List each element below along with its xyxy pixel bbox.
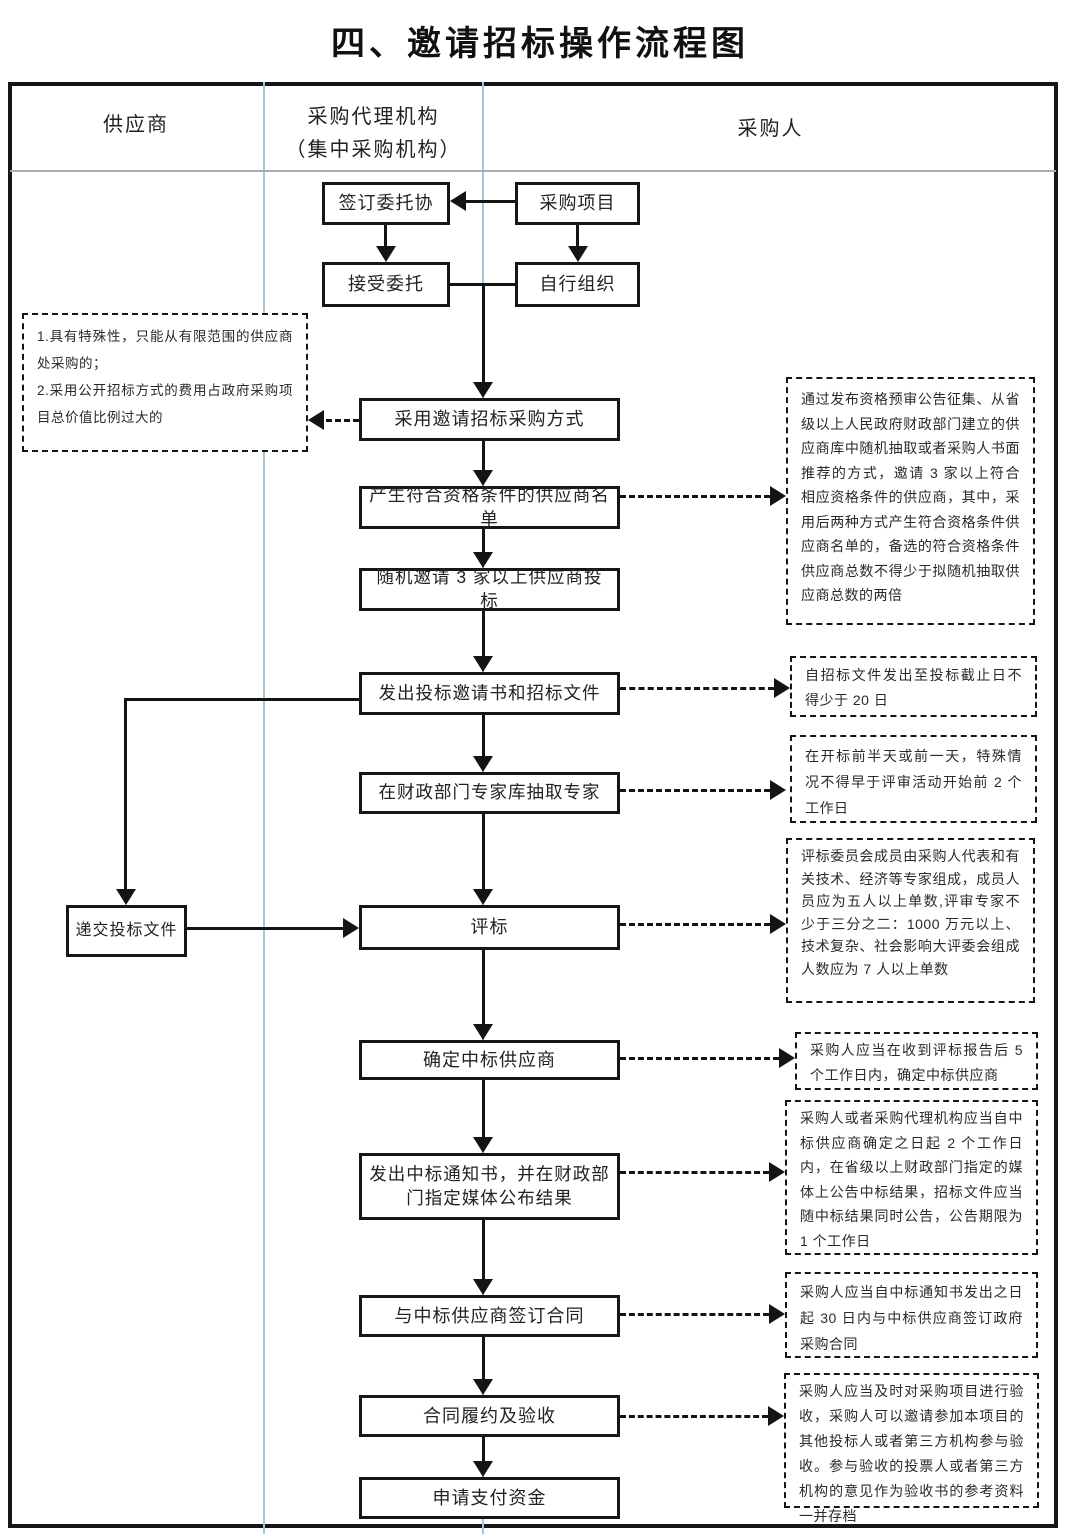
arrowhead-down-issue <box>473 656 493 672</box>
arrowhead-right-30days <box>769 1304 785 1324</box>
connector-invite-to-issue <box>482 611 485 657</box>
node-self-organize: 自行组织 <box>515 262 640 307</box>
note-expert-timing: 在开标前半天或前一天，特殊情况不得早于评审活动开始前 2 个工作日 <box>790 735 1037 823</box>
dashed-list-to-qualification <box>620 495 770 498</box>
connector-acceptance-to-payment <box>482 1437 485 1462</box>
arrowhead-left-agreement <box>450 191 466 211</box>
arrowhead-down-submit-bid <box>116 889 136 905</box>
dashed-notice-to-announce <box>620 1171 769 1174</box>
header-separator <box>10 170 1056 172</box>
arrowhead-down-experts <box>473 756 493 772</box>
column-header-agency-line2: （集中采购机构） <box>285 139 462 161</box>
note-qualification: 通过发布资格预审公告征集、从省级以上人民政府财政部门建立的供应商库中随机抽取或者… <box>786 377 1035 625</box>
connector-project-to-selforganize <box>576 225 579 248</box>
connector-issue-to-experts <box>482 715 485 757</box>
node-evaluation: 评标 <box>359 905 620 950</box>
connector-agreement-to-accept <box>384 225 387 248</box>
arrowhead-right-timing <box>770 780 786 800</box>
arrowhead-down-accept <box>376 246 396 262</box>
connector-adopt-to-list <box>482 441 485 471</box>
connector-project-to-agreement <box>464 200 515 203</box>
connector-left-down <box>124 698 127 889</box>
dashed-adopt-to-leftnote <box>326 419 359 422</box>
connector-contract-to-acceptance <box>482 1337 485 1380</box>
node-submit-bid: 递交投标文件 <box>66 905 187 957</box>
dashed-winner-to-5days <box>620 1057 779 1060</box>
node-contract-acceptance: 合同履约及验收 <box>359 1395 620 1437</box>
arrowhead-down-payment <box>473 1461 493 1477</box>
note-acceptance: 采购人应当及时对采购项目进行验收，采购人可以邀请参加本项目的其他投标人或者第三方… <box>784 1373 1039 1524</box>
dashed-experts-to-timing <box>620 789 770 792</box>
dashed-contract-to-30days <box>620 1313 769 1316</box>
arrowhead-down-evaluation <box>473 889 493 905</box>
arrowhead-down-acceptance <box>473 1379 493 1395</box>
note-announce-result: 采购人或者采购代理机构应当自中标供应商确定之日起 2 个工作日内，在省级以上财政… <box>785 1100 1038 1255</box>
node-determine-winner: 确定中标供应商 <box>359 1040 620 1080</box>
connector-winner-to-notice <box>482 1080 485 1138</box>
node-random-invite: 随机邀请 3 家以上供应商投标 <box>359 567 620 611</box>
node-sign-agreement: 签订委托协 <box>322 182 450 225</box>
node-issue-notice: 发出中标通知书，并在财政部门指定媒体公布结果 <box>359 1153 620 1220</box>
connector-merge-down <box>482 283 485 384</box>
arrowhead-right-evaluation <box>343 918 359 938</box>
arrowhead-right-announce <box>769 1162 785 1182</box>
dashed-issue-to-deadline <box>620 687 774 690</box>
node-issue-invitation: 发出投标邀请书和招标文件 <box>359 672 620 715</box>
arrowhead-right-committee <box>770 914 786 934</box>
node-sign-contract: 与中标供应商签订合同 <box>359 1295 620 1337</box>
column-header-supplier: 供应商 <box>103 114 169 136</box>
note-left-conditions: 1.具有特殊性，只能从有限范围的供应商处采购的； 2.采用公开招标方式的费用占政… <box>22 313 308 452</box>
arrowhead-down-adopt-method <box>473 382 493 398</box>
node-accept-commission: 接受委托 <box>322 262 450 307</box>
arrowhead-down-winner <box>473 1024 493 1040</box>
arrowhead-right-deadline <box>774 678 790 698</box>
dashed-acceptance-to-note <box>620 1415 768 1418</box>
node-procurement-project: 采购项目 <box>515 182 640 225</box>
connector-notice-to-contract <box>482 1220 485 1280</box>
dashed-evaluation-to-committee <box>620 923 770 926</box>
column-divider-1 <box>263 82 265 1534</box>
node-adopt-method: 采用邀请招标采购方式 <box>359 398 620 441</box>
note-deadline-20days: 自招标文件发出至投标截止日不得少于 20 日 <box>790 656 1037 717</box>
node-generate-list: 产生符合资格条件的供应商名单 <box>359 485 620 529</box>
diagram-border <box>8 82 1058 1528</box>
arrowhead-down-invite <box>473 552 493 568</box>
connector-experts-to-evaluation <box>482 814 485 890</box>
arrowhead-right-acceptance-note <box>768 1406 784 1426</box>
arrowhead-right-qualification <box>770 486 786 506</box>
arrowhead-down-list <box>473 470 493 486</box>
arrowhead-down-notice <box>473 1137 493 1153</box>
node-extract-experts: 在财政部门专家库抽取专家 <box>359 772 620 814</box>
arrowhead-right-5days <box>779 1048 795 1068</box>
column-header-agency-line1: 采购代理机构 <box>307 106 440 128</box>
node-apply-payment: 申请支付资金 <box>359 1477 620 1519</box>
note-contract-30days: 采购人应当自中标通知书发出之日起 30 日内与中标供应商签订政府采购合同 <box>785 1272 1038 1358</box>
note-determine-5days: 采购人应当在收到评标报告后 5 个工作日内，确定中标供应商 <box>795 1032 1038 1090</box>
arrowhead-left-leftnote <box>308 410 324 430</box>
connector-issue-to-left <box>124 698 359 701</box>
arrowhead-down-contract <box>473 1279 493 1295</box>
connector-list-to-invite <box>482 529 485 553</box>
connector-evaluation-to-winner <box>482 950 485 1025</box>
arrowhead-down-selforganize <box>568 246 588 262</box>
connector-submit-to-evaluation <box>187 927 343 930</box>
column-header-purchaser: 采购人 <box>737 118 804 140</box>
page-title: 四、邀请招标操作流程图 <box>331 25 749 63</box>
note-committee: 评标委员会成员由采购人代表和有关技术、经济等专家组成，成员人员应为五人以上单数,… <box>786 838 1035 1003</box>
